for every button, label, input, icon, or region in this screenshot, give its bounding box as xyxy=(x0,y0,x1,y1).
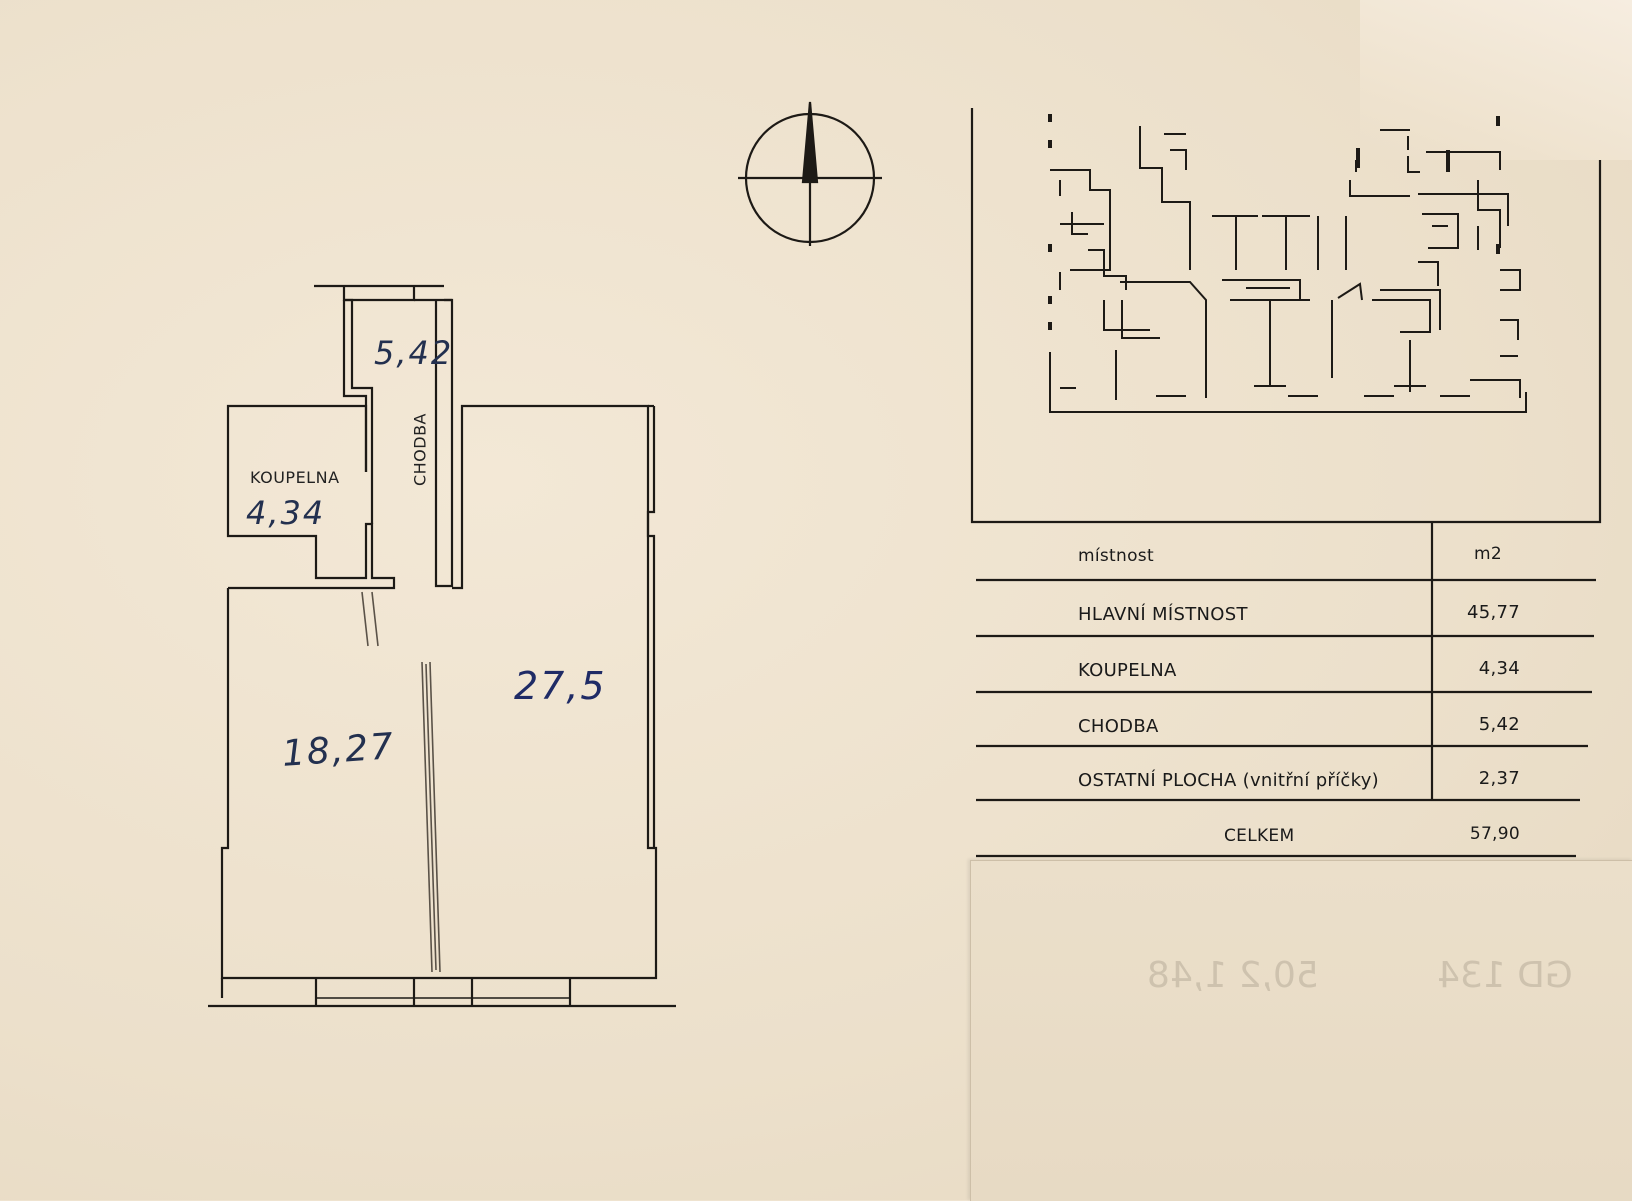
table-row-room: OSTATNÍ PLOCHA (vnitřní příčky) xyxy=(1078,770,1379,791)
ghost-text: GD 134 xyxy=(1437,955,1573,996)
area-table-lines xyxy=(976,522,1596,858)
table-total-label: CELKEM xyxy=(1224,826,1295,846)
keyplan-markers xyxy=(1048,114,1500,330)
room-label-chodba: CHODBA xyxy=(410,412,430,487)
table-row-value: 5,42 xyxy=(1478,714,1520,735)
floor-plan-walls xyxy=(208,284,676,1008)
room-label-koupelna: KOUPELNA xyxy=(250,468,340,487)
pencil-partition xyxy=(361,591,441,973)
table-row-room: CHODBA xyxy=(1078,716,1159,737)
table-total-value: 57,90 xyxy=(1469,824,1520,844)
table-row-room: HLAVNÍ MÍSTNOST xyxy=(1078,604,1248,625)
table-row-value: 2,37 xyxy=(1478,768,1520,789)
area-koupelna-handwritten: 4,34 xyxy=(246,494,326,532)
area-room-left-handwritten: 18,27 xyxy=(280,726,397,775)
paper-fold xyxy=(1360,0,1632,160)
compass xyxy=(738,101,882,246)
building-keyplan xyxy=(1049,126,1527,413)
table-row-value: 45,77 xyxy=(1466,602,1520,623)
table-header-room: místnost xyxy=(1078,546,1154,566)
ghost-text: 50,2 1,48 xyxy=(1147,955,1319,996)
area-room-right-handwritten: 27,5 xyxy=(514,664,607,708)
north-arrow-icon xyxy=(806,110,814,180)
table-header-unit: m2 xyxy=(1474,544,1502,564)
table-row-room: KOUPELNA xyxy=(1078,660,1177,681)
table-row-value: 4,34 xyxy=(1478,658,1520,679)
area-chodba-handwritten: 5,42 xyxy=(374,334,454,372)
overlapping-paper-sheet: 50,2 1,48 GD 134 xyxy=(970,860,1632,1201)
